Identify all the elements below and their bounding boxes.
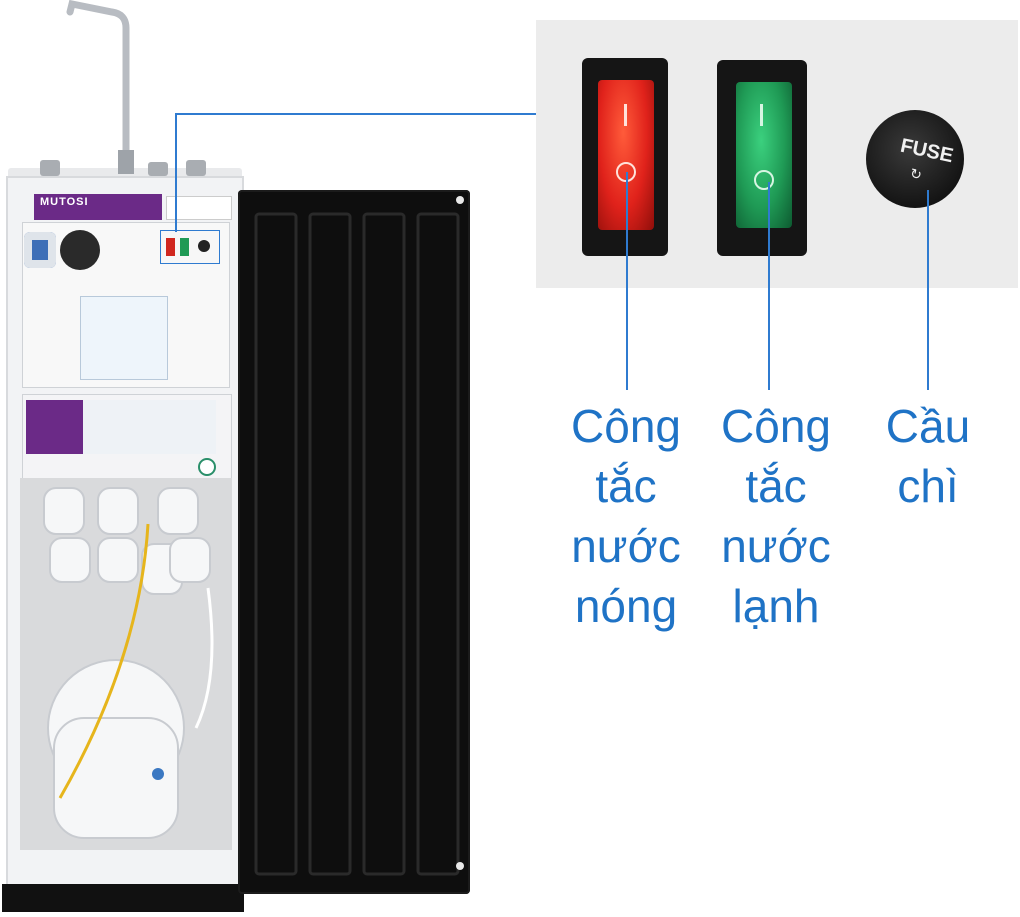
label-line: tắc [745, 460, 807, 512]
label-line: nước [571, 520, 681, 572]
label-line: tắc [595, 460, 657, 512]
hot-switch-label: Công tắc nước nóng [556, 396, 696, 636]
label-line: Cầu [885, 400, 971, 452]
label-line: nóng [574, 580, 678, 632]
brand-logo: MUTOSI [40, 196, 89, 208]
faucet-icon [66, 0, 134, 174]
power-button [198, 458, 216, 476]
top-fitting [148, 162, 168, 176]
cold-switch-on-mark [760, 104, 763, 126]
top-fitting [40, 160, 60, 176]
label-line: nước [721, 520, 831, 572]
fuse-holder [866, 110, 964, 208]
pressure-knob [24, 232, 56, 268]
cold-switch-off-mark [754, 170, 774, 190]
hot-switch-on-mark [624, 104, 627, 126]
front-panel-banner [26, 400, 216, 454]
hot-switch-small [166, 238, 175, 256]
label-line: lạnh [732, 580, 820, 632]
cold-switch-label: Công tắc nước lạnh [706, 396, 846, 636]
machine-base [2, 884, 244, 912]
label-line: chì [897, 460, 959, 512]
side-door [238, 190, 470, 894]
fuse-small [198, 240, 210, 252]
cold-switch-rocker [736, 82, 792, 228]
info-sticker [80, 296, 168, 380]
door-ridges [254, 196, 464, 876]
filters-and-tank [43, 487, 214, 839]
fuse-callout-label: Cầu chì [868, 396, 988, 516]
cold-switch-small [180, 238, 189, 256]
thermostat-dial [60, 230, 100, 270]
label-line: Công [721, 400, 831, 452]
top-fitting [186, 160, 206, 176]
label-line: Công [571, 400, 681, 452]
top-label-strip [34, 194, 162, 220]
